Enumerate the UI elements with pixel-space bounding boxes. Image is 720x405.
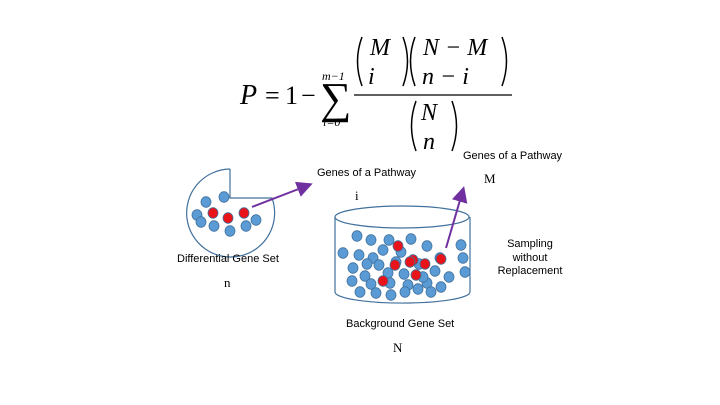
binomial-nm-ni: N − M n − i (409, 35, 508, 90)
gene-ball-blue (443, 271, 455, 283)
formula-one: 1 (285, 81, 298, 110)
gene-ball-blue (385, 289, 397, 301)
gene-ball-blue (365, 234, 377, 246)
label-background-gene-set: Background Gene Set (346, 318, 454, 330)
gene-ball-blue (421, 240, 433, 252)
gene-ball-blue (359, 270, 371, 282)
gene-ball-blue (373, 259, 385, 271)
binom-i-lower: i (368, 64, 375, 90)
gene-ball-red (392, 240, 404, 252)
label-var-m: M (484, 171, 496, 186)
gene-ball-blue (250, 214, 262, 226)
gene-ball-red (404, 256, 416, 268)
gene-ball-red (435, 253, 447, 265)
gene-ball-blue (412, 283, 424, 295)
gene-ball-blue (435, 281, 447, 293)
gene-ball-blue (218, 191, 230, 203)
cylinder-top (334, 205, 470, 229)
gene-ball-blue (370, 287, 382, 299)
gene-ball-blue (347, 262, 359, 274)
label-sampling: Sampling without Replacement (498, 238, 563, 277)
label-var-n-large: N (393, 340, 403, 355)
label-var-i: i (355, 188, 359, 203)
gene-ball-blue (224, 225, 236, 237)
gene-ball-blue (195, 216, 207, 228)
binom-ni-lower: n − i (422, 64, 469, 90)
binom-n-lower: n (423, 129, 435, 155)
differential-gene-balls (191, 191, 262, 237)
binom-m-upper: M (369, 35, 392, 61)
gene-ball-blue (365, 278, 377, 290)
label-var-n-small: n (224, 275, 231, 290)
gene-ball-blue (208, 220, 220, 232)
gene-ball-red (222, 212, 234, 224)
gene-ball-blue (200, 196, 212, 208)
label-differential-gene-set: Differential Gene Set (177, 253, 279, 265)
arrow-differential-to-pathway (251, 181, 313, 208)
gene-ball-blue (337, 247, 349, 259)
sum-upper-limit: m−1 (322, 69, 345, 83)
binomial-m-i: M i (356, 35, 409, 90)
formula-p: P (239, 80, 257, 111)
background-gene-balls (337, 230, 471, 301)
gene-ball-blue (361, 258, 373, 270)
gene-ball-blue (459, 266, 471, 278)
gene-ball-blue (377, 244, 389, 256)
formula-minus: − (301, 81, 316, 110)
binom-nm-upper: N − M (422, 35, 489, 61)
gene-ball-blue (405, 233, 417, 245)
gene-ball-blue (354, 286, 366, 298)
gene-ball-red (207, 207, 219, 219)
gene-ball-blue (353, 249, 365, 261)
gene-ball-red (377, 275, 389, 287)
gene-ball-blue (351, 230, 363, 242)
gene-ball-red (389, 259, 401, 271)
arrow-background-to-pathway (445, 186, 468, 249)
gene-ball-red (238, 207, 250, 219)
gene-ball-blue (425, 286, 437, 298)
gene-ball-blue (457, 252, 469, 264)
gene-ball-blue (399, 286, 411, 298)
label-sampling-line3: Replacement (498, 265, 563, 277)
gene-ball-red (410, 269, 422, 281)
gene-ball-blue (429, 265, 441, 277)
differential-gene-set-container (186, 168, 276, 258)
gene-ball-blue (346, 275, 358, 287)
sum-lower-limit: i=0 (323, 115, 340, 129)
sum-sigma-icon: ∑ (320, 74, 351, 123)
gene-ball-blue (398, 268, 410, 280)
hypergeometric-formula: P = 1 − m−1 ∑ i=0 M i N − M n − i N n (239, 35, 512, 155)
gene-ball-blue (455, 239, 467, 251)
gene-ball-blue (383, 234, 395, 246)
label-genes-pathway-right: Genes of a Pathway (463, 150, 563, 162)
binomial-n-n: N n (410, 100, 458, 155)
label-genes-pathway-left: Genes of a Pathway (317, 167, 417, 179)
binom-n-upper: N (420, 100, 439, 126)
gene-ball-red (419, 258, 431, 270)
label-sampling-line2: without (512, 252, 548, 264)
formula-equals: = (265, 81, 280, 110)
differential-set-shape (186, 168, 276, 258)
label-sampling-line1: Sampling (507, 238, 553, 250)
gene-ball-blue (240, 220, 252, 232)
